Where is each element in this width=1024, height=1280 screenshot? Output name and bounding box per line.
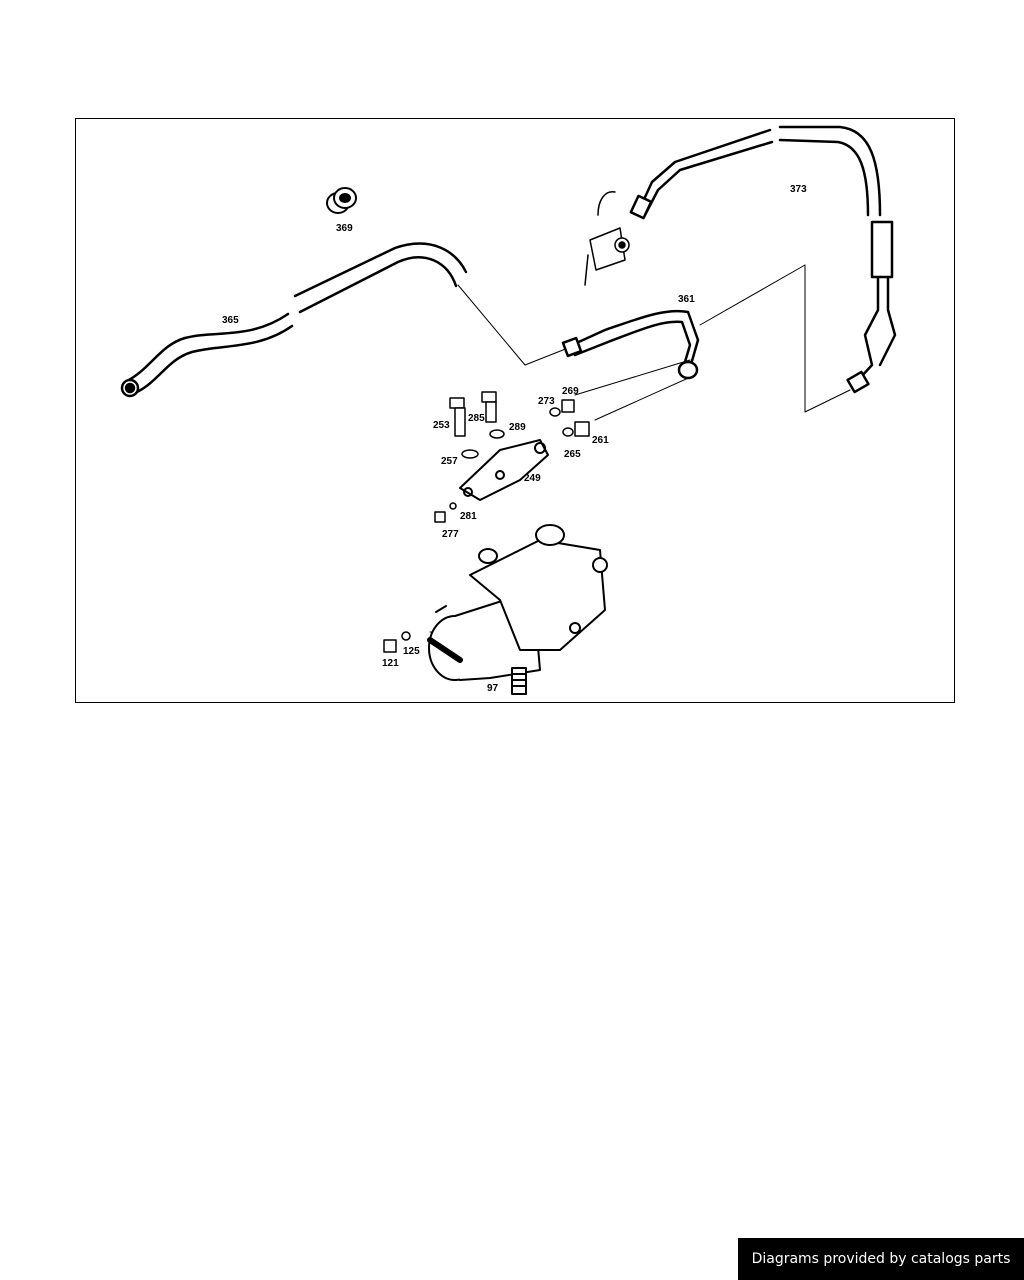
small-fittings bbox=[549, 399, 590, 437]
label-361: 361 bbox=[678, 294, 695, 305]
part-365-hose bbox=[120, 242, 468, 398]
small-bolt bbox=[434, 502, 457, 523]
label-257: 257 bbox=[441, 456, 458, 467]
plug-seal bbox=[383, 631, 411, 653]
label-289: 289 bbox=[509, 422, 526, 433]
part-369-grommet bbox=[326, 187, 357, 214]
bracket-fitting bbox=[584, 191, 630, 286]
label-285: 285 bbox=[468, 413, 485, 424]
label-265: 265 bbox=[564, 449, 581, 460]
part-361-return-line bbox=[561, 309, 700, 380]
label-253: 253 bbox=[433, 420, 450, 431]
label-269: 269 bbox=[562, 386, 579, 397]
label-125: 125 bbox=[403, 646, 420, 657]
label-281: 281 bbox=[460, 511, 477, 522]
banjo-bolts bbox=[449, 391, 505, 459]
label-365: 365 bbox=[222, 315, 239, 326]
label-273: 273 bbox=[538, 396, 555, 407]
label-249: 249 bbox=[524, 473, 541, 484]
label-373: 373 bbox=[790, 184, 807, 195]
part-97-steering-gear bbox=[427, 524, 608, 695]
label-277: 277 bbox=[442, 529, 459, 540]
label-121: 121 bbox=[382, 658, 399, 669]
label-97: 97 bbox=[487, 683, 499, 694]
label-369: 369 bbox=[336, 223, 353, 234]
part-labels: 369 373 365 361 269 273 253 285 289 257 … bbox=[222, 184, 807, 694]
part-249-valve-block bbox=[459, 439, 549, 501]
part-373-pressure-hose bbox=[629, 125, 897, 394]
label-261: 261 bbox=[592, 435, 609, 446]
credit-banner: Diagrams provided by catalogs parts bbox=[738, 1238, 1024, 1280]
